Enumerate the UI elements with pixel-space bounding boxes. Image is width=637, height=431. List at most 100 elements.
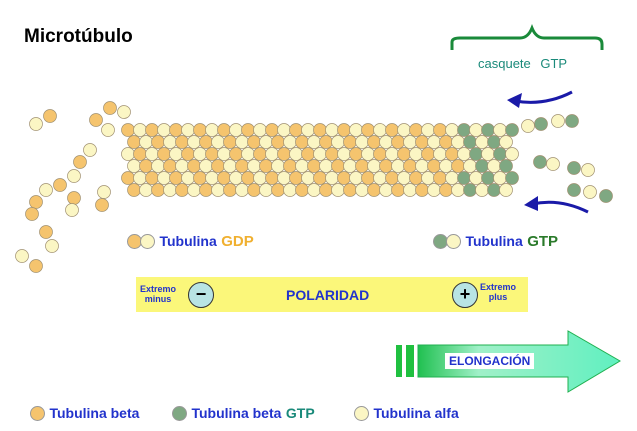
- tubulin-subunit: [277, 123, 291, 137]
- tubulin-subunit: [307, 135, 321, 149]
- tubulin-subunit: [157, 123, 171, 137]
- microtubule-body: [15, 101, 613, 273]
- free-tubulin-dimer: [95, 198, 109, 212]
- gtp-tubulin-subunit: [493, 147, 507, 161]
- tubulin-subunit: [175, 183, 189, 197]
- tubulin-gdp-label: Tubulina: [159, 233, 217, 249]
- tubulin-subunit: [367, 135, 381, 149]
- tubulin-subunit: [319, 135, 333, 149]
- free-tubulin-dimer: [89, 113, 103, 127]
- tubulin-subunit: [445, 171, 459, 185]
- tubulin-subunit: [451, 159, 465, 173]
- tubulin-subunit: [451, 183, 465, 197]
- tubulin-subunit: [409, 123, 423, 137]
- tubulin-subunit: [397, 123, 411, 137]
- tubulin-subunit: [313, 171, 327, 185]
- tubulin-subunit: [301, 171, 315, 185]
- tubulin-subunit: [421, 123, 435, 137]
- free-tubulin-dimer: [45, 239, 59, 253]
- gtp-tubulin-subunit: [493, 123, 507, 137]
- tubulin-subunit: [295, 135, 309, 149]
- legend-beta-gtp-label: Tubulina beta: [191, 405, 282, 421]
- tubulin-subunit: [127, 159, 141, 173]
- gtp-tubulin-subunit: [463, 159, 477, 173]
- tubulin-subunit: [409, 171, 423, 185]
- legend-beta-label: Tubulina beta: [49, 405, 140, 421]
- tubulin-subunit: [223, 183, 237, 197]
- gtp-tubulin-subunit: [487, 135, 501, 149]
- arrow-head-bottom: [524, 196, 538, 211]
- tubulin-subunit: [169, 123, 183, 137]
- tubulin-subunit: [121, 147, 135, 161]
- tubulin-subunit: [427, 183, 441, 197]
- tubulin-subunit: [139, 183, 153, 197]
- free-tubulin-dimer: [73, 155, 87, 169]
- tubulin-subunit: [151, 183, 165, 197]
- alpha-dot-icon: [140, 234, 155, 250]
- tubulin-subunit: [253, 171, 267, 185]
- tubulin-subunit: [295, 159, 309, 173]
- free-gtp-tubulin-dimer: [533, 155, 547, 169]
- free-tubulin-dimer: [39, 183, 53, 197]
- tubulin-subunit: [271, 135, 285, 149]
- tubulin-subunit: [427, 159, 441, 173]
- tubulin-subunit: [193, 171, 207, 185]
- free-tubulin-dimer: [29, 195, 43, 209]
- tubulin-subunit: [175, 135, 189, 149]
- tubulin-subunit: [163, 159, 177, 173]
- tubulin-subunit: [337, 171, 351, 185]
- free-gtp-tubulin-dimer: [546, 157, 560, 171]
- tubulin-subunit: [121, 123, 135, 137]
- tubulin-subunit: [217, 147, 231, 161]
- tubulin-subunit: [151, 135, 165, 149]
- gtp-tubulin-subunit: [493, 171, 507, 185]
- tubulin-subunit: [313, 123, 327, 137]
- gtp-tubulin-subunit: [463, 135, 477, 149]
- tubulin-subunit: [313, 147, 327, 161]
- tubulin-subunit: [229, 123, 243, 137]
- tubulin-subunit: [403, 135, 417, 149]
- tubulin-subunit: [145, 171, 159, 185]
- free-tubulin-dimer: [65, 203, 79, 217]
- tubulin-subunit: [433, 123, 447, 137]
- tubulin-subunit: [397, 147, 411, 161]
- tubulin-subunit: [337, 123, 351, 137]
- free-gtp-tubulin-dimer: [567, 161, 581, 175]
- tubulin-subunit: [301, 147, 315, 161]
- gtp-tubulin-subunit: [457, 171, 471, 185]
- legend-beta: Tubulina beta: [30, 405, 139, 423]
- tubulin-subunit: [445, 123, 459, 137]
- tubulin-subunit: [151, 159, 165, 173]
- tubulin-subunit: [421, 171, 435, 185]
- tubulin-subunit: [253, 123, 267, 137]
- tubulin-subunit: [289, 147, 303, 161]
- tubulin-subunit: [361, 171, 375, 185]
- tubulin-subunit: [169, 171, 183, 185]
- tubulin-subunit: [277, 171, 291, 185]
- tubulin-subunit: [385, 147, 399, 161]
- tubulin-subunit: [283, 135, 297, 149]
- tubulin-subunit: [247, 159, 261, 173]
- tubulin-subunit: [397, 171, 411, 185]
- tubulin-subunit: [307, 159, 321, 173]
- tubulin-subunit: [157, 171, 171, 185]
- gtp-tubulin-subunit: [487, 183, 501, 197]
- gtp-tubulin-subunit: [475, 159, 489, 173]
- gtp-tubulin-subunit: [457, 123, 471, 137]
- tubulin-subunit: [367, 159, 381, 173]
- polarity-label: POLARIDAD: [286, 287, 370, 303]
- tubulin-subunit: [421, 147, 435, 161]
- tubulin-subunit: [133, 123, 147, 137]
- gtp-cap-label: casquete GTP: [478, 56, 568, 71]
- tubulin-subunit: [283, 159, 297, 173]
- tubulin-subunit: [265, 171, 279, 185]
- tubulin-subunit: [223, 159, 237, 173]
- free-tubulin-dimer: [15, 249, 29, 263]
- tubulin-subunit: [205, 147, 219, 161]
- tubulin-subunit: [445, 147, 459, 161]
- tubulin-subunit: [295, 183, 309, 197]
- tubulin-subunit: [157, 147, 171, 161]
- tubulin-subunit: [343, 183, 357, 197]
- tubulin-subunit: [325, 123, 339, 137]
